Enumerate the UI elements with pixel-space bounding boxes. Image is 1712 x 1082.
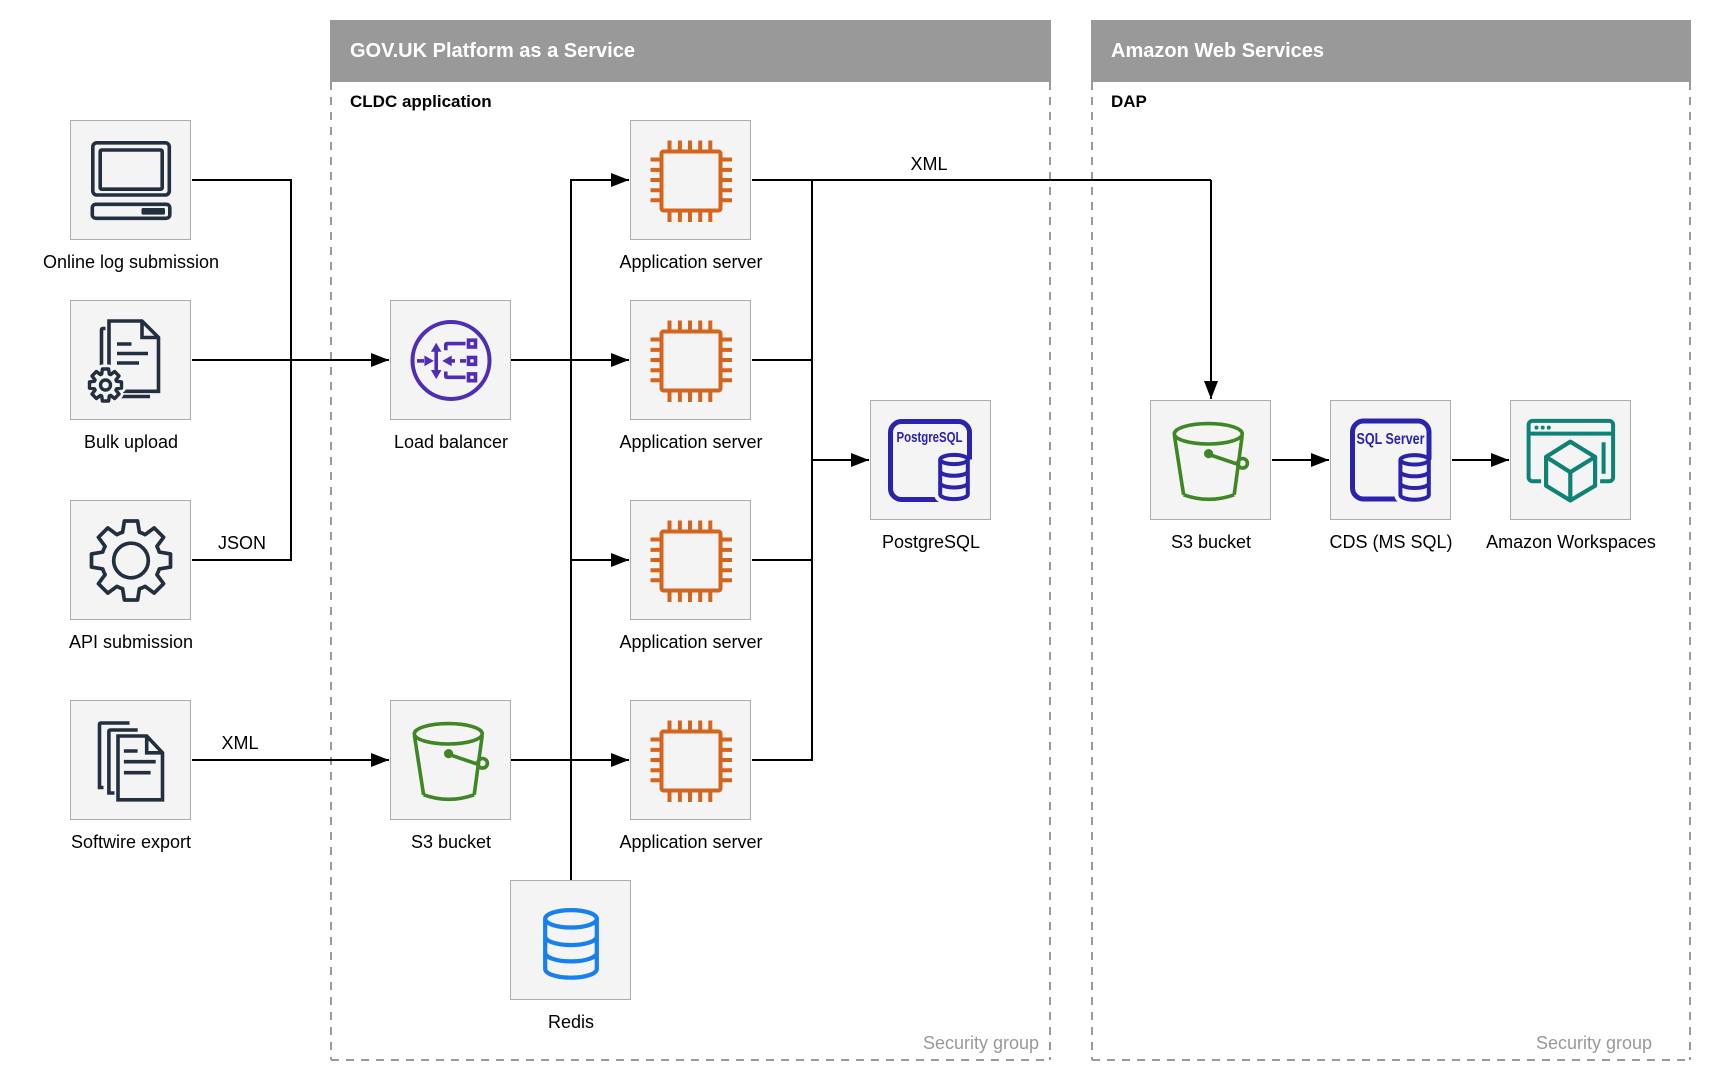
svg-text:PostgreSQL: PostgreSQL <box>897 429 963 446</box>
svg-text:SQL Server: SQL Server <box>1357 431 1425 448</box>
